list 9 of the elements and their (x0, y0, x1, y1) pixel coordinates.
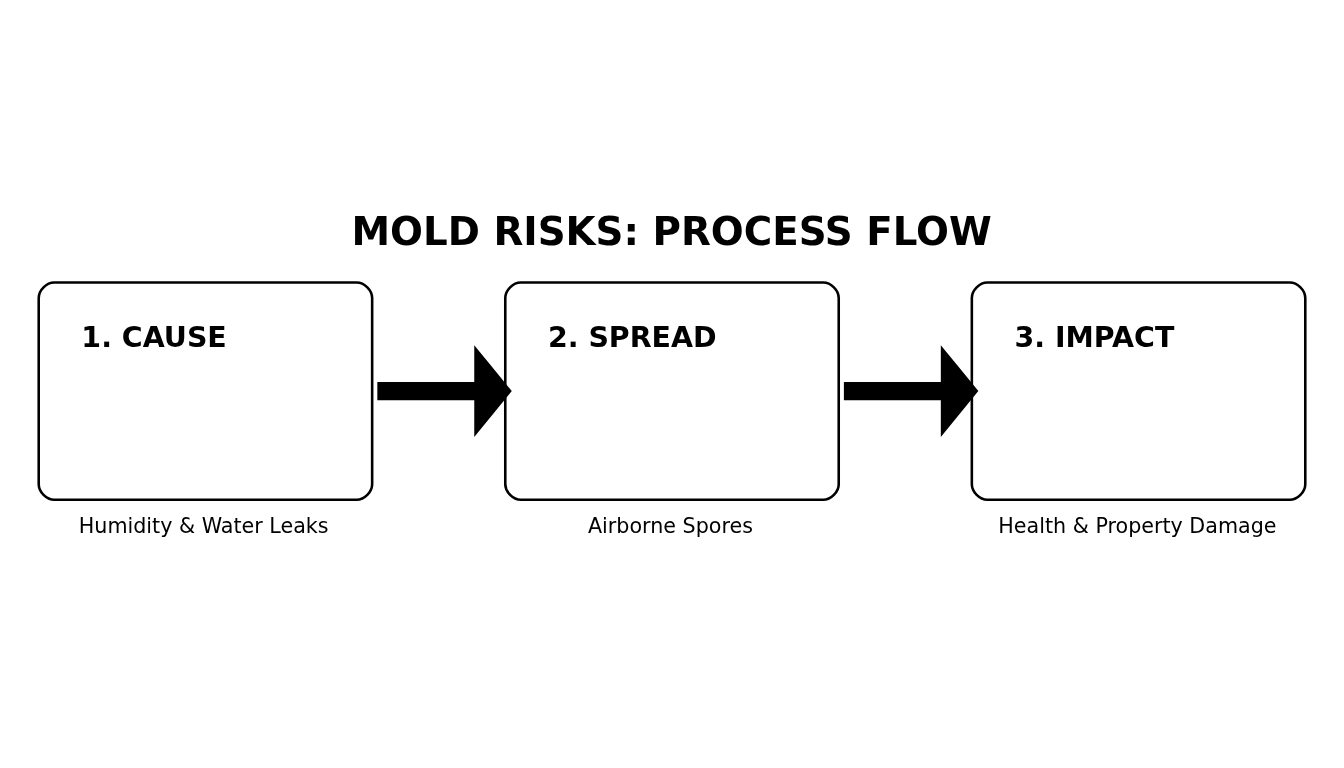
arrow (377, 345, 512, 438)
node-label: Health & Property Damage (998, 514, 1277, 539)
node-box: 3. IMPACT (970, 281, 1307, 501)
arrow (843, 345, 979, 438)
node-label: Humidity & Water Leaks (78, 514, 329, 539)
node-box: 2. SPREAD (504, 281, 840, 501)
node-box: 1. CAUSE (37, 281, 374, 501)
node-label: Airborne Spores (587, 514, 753, 539)
diagram-title: MOLD RISKS: PROCESS FLOW (351, 209, 992, 255)
